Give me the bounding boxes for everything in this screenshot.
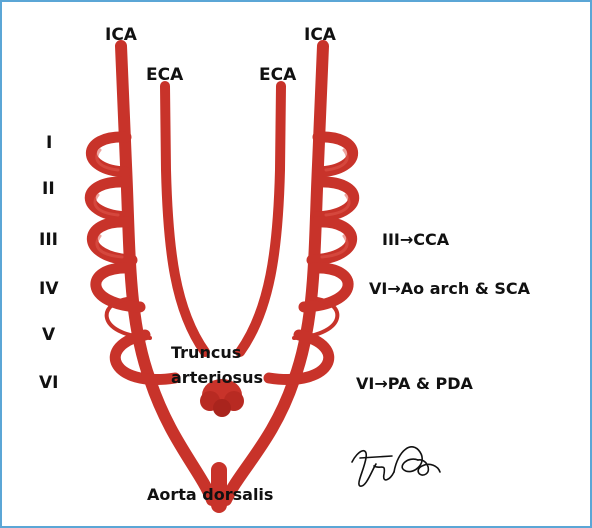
arch-2-label: II <box>42 179 55 199</box>
eca-right-label: ECA <box>259 65 297 85</box>
arch-4-label: IV <box>39 279 59 299</box>
eca-left-label: ECA <box>146 65 184 85</box>
truncus-label-line1: Truncus <box>171 343 241 362</box>
fate-arch-6-label: VI→PA & PDA <box>356 374 473 393</box>
ica-left-label: ICA <box>105 25 138 45</box>
arch-6-label: VI <box>39 373 58 393</box>
arch-5-label: V <box>42 325 56 345</box>
left-external-carotid-artery <box>165 86 205 352</box>
arch-1-label: I <box>46 133 52 153</box>
handwritten-signature <box>352 447 440 486</box>
ica-right-label: ICA <box>304 25 337 45</box>
fate-arch-4-label: VI→Ao arch & SCA <box>369 279 531 298</box>
arch-3-label: III <box>39 230 58 250</box>
fate-arch-3-label: III→CCA <box>382 230 450 249</box>
truncus-label-line2: arteriosus <box>171 368 263 387</box>
aorta-dorsalis-label: Aorta dorsalis <box>147 485 273 504</box>
right-external-carotid-artery <box>240 86 281 352</box>
